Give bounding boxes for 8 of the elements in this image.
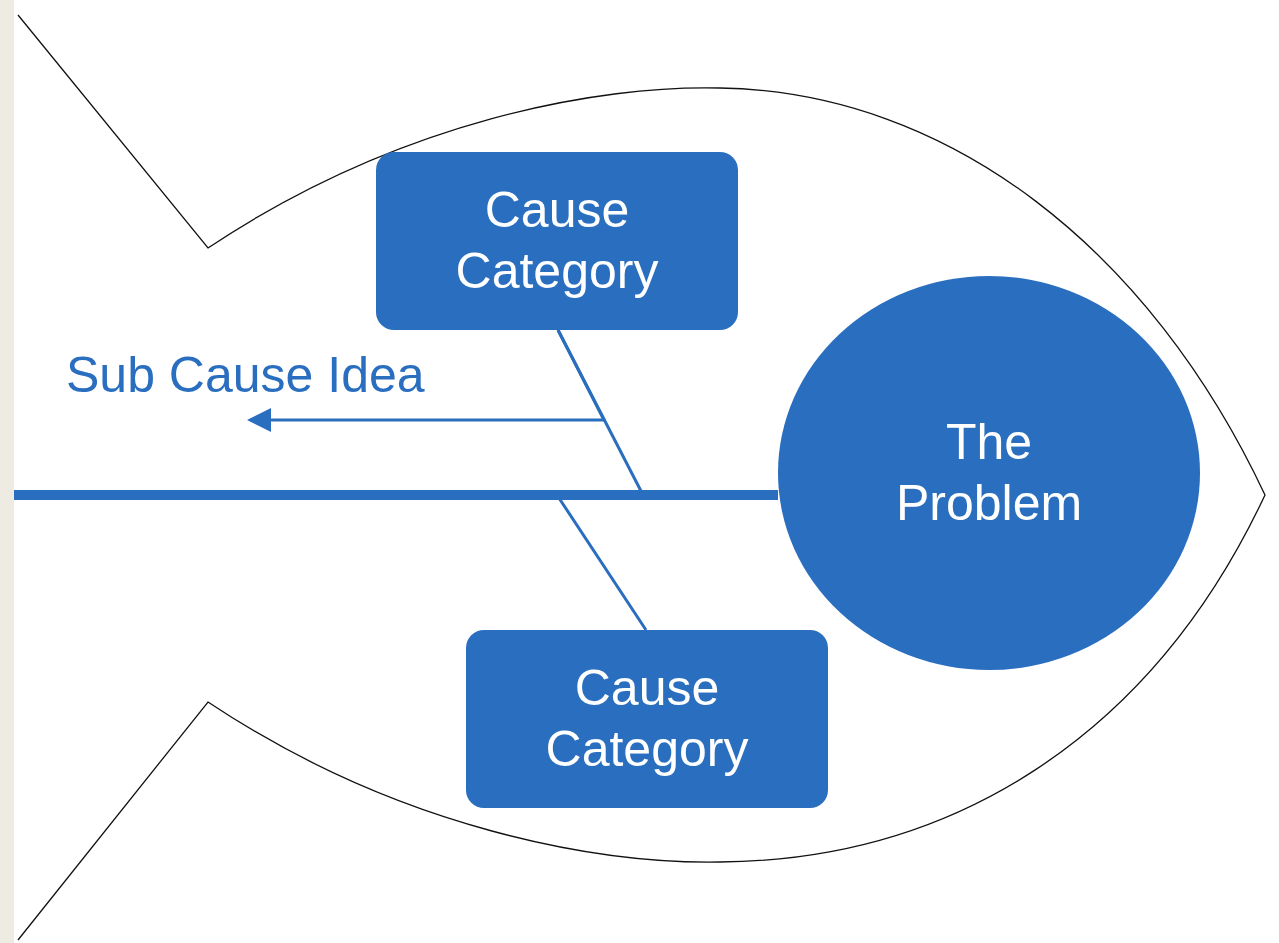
problem-label: The Problem bbox=[894, 413, 1084, 533]
arrow bbox=[247, 329, 607, 432]
category-box bbox=[466, 630, 828, 808]
spine-line bbox=[14, 490, 778, 500]
category-label: Cause Category bbox=[454, 181, 660, 301]
category-box bbox=[376, 152, 738, 330]
category-label: Cause Category bbox=[544, 659, 750, 779]
sub-cause-label: Sub Cause Idea bbox=[66, 345, 425, 405]
